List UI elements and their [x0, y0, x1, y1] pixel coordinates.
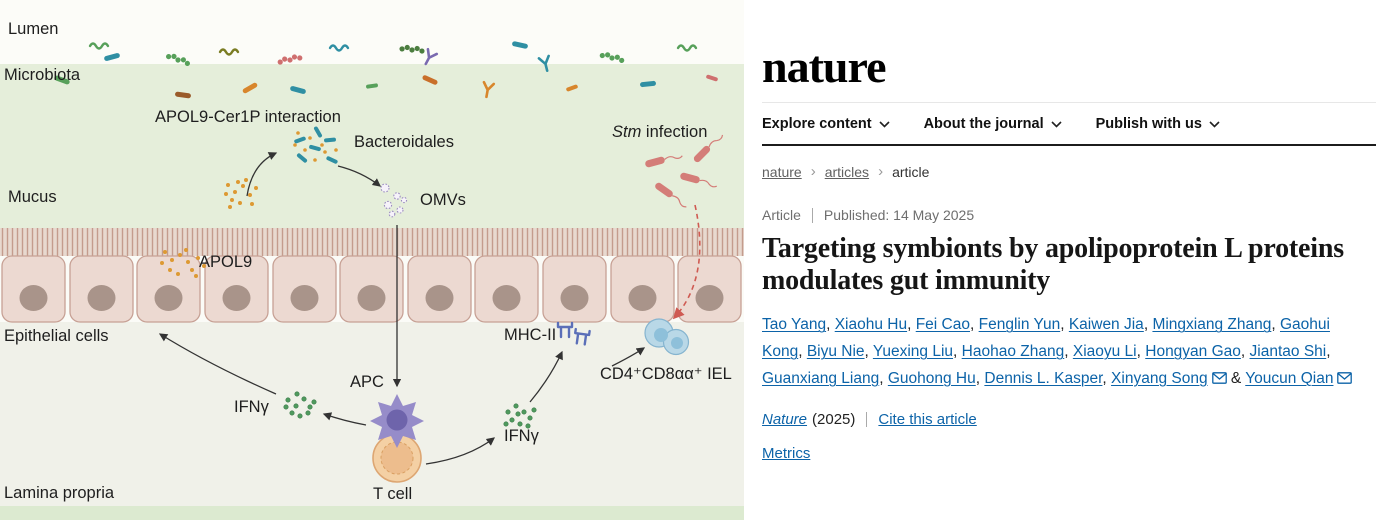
author-link[interactable]: Xiaoyu Li — [1072, 343, 1137, 361]
author-link[interactable]: Fenglin Yun — [978, 316, 1061, 334]
tcell-icon — [372, 433, 422, 483]
label-lumen: Lumen — [8, 20, 59, 38]
nav-about-the-journal[interactable]: About the journal — [924, 116, 1062, 132]
breadcrumb-separator-icon: › — [810, 163, 816, 180]
nav-explore-content[interactable]: Explore content — [762, 116, 890, 132]
metrics-row: Metrics — [762, 445, 1376, 462]
article-title: Targeting symbionts by apolipoprotein L … — [762, 233, 1344, 297]
figure-arrows — [158, 152, 646, 465]
bacteroidales-cluster-icon — [293, 125, 339, 165]
label-ifng-right: IFNγ — [504, 427, 539, 445]
author-link[interactable]: Xinyang Song — [1111, 369, 1208, 387]
article-panel: nature Explore content About the journal… — [744, 0, 1400, 520]
figure-background — [0, 64, 744, 520]
breadcrumb-separator-icon: › — [878, 163, 884, 180]
chevron-down-icon — [1209, 120, 1220, 128]
published-date: Published: 14 May 2025 — [823, 207, 975, 223]
ifng-dots-left-icon — [283, 391, 317, 419]
label-ifng-left: IFNγ — [234, 398, 269, 416]
chevron-down-icon — [879, 120, 890, 128]
label-mhc2: MHC-II — [504, 326, 557, 344]
citation-line: Nature (2025) Cite this article — [762, 411, 1376, 428]
author-link[interactable]: Gaohui Kong — [762, 316, 1330, 361]
breadcrumb: nature › articles › article — [762, 163, 1376, 180]
author-link[interactable]: Jiantao Shi — [1249, 343, 1327, 361]
label-omvs: OMVs — [420, 191, 466, 209]
nav-publish-with-us[interactable]: Publish with us — [1096, 116, 1220, 132]
label-stm-infection: Stm infection — [612, 123, 708, 141]
author-link[interactable]: Biyu Nie — [806, 343, 865, 361]
author-link[interactable]: Kaiwen Jia — [1068, 316, 1144, 334]
cite-this-article-link[interactable]: Cite this article — [878, 411, 977, 429]
iel-cells-icon — [644, 318, 690, 356]
label-epithelial-cells: Epithelial cells — [4, 327, 109, 345]
author-link[interactable]: Guanxiang Liang — [762, 369, 880, 387]
apol9-cer1p-dots-icon — [224, 178, 258, 209]
breadcrumb-link-articles[interactable]: articles — [824, 163, 870, 180]
nature-logo[interactable]: nature — [762, 41, 886, 92]
email-icon[interactable] — [1337, 371, 1353, 384]
masthead: nature — [762, 0, 1376, 103]
article-meta: Article Published: 14 May 2025 — [762, 207, 1376, 223]
ifng-dots-right-icon — [503, 403, 537, 429]
label-lamina-propria: Lamina propria — [4, 484, 115, 502]
breadcrumb-current: article — [892, 163, 930, 180]
author-link[interactable]: Yuexing Liu — [872, 343, 954, 361]
journal-year: (2025) — [812, 411, 856, 429]
author-link[interactable]: Dennis L. Kasper — [984, 369, 1103, 387]
label-microbiota: Microbiota — [4, 66, 81, 84]
apc-cell-icon — [370, 394, 424, 448]
email-icon[interactable] — [1211, 371, 1227, 384]
label-bacteroidales: Bacteroidales — [354, 133, 454, 151]
author-list: Tao Yang, Xiaohu Hu, Fei Cao, Fenglin Yu… — [762, 312, 1368, 392]
omv-vesicles-icon — [380, 183, 408, 218]
author-link[interactable]: Guohong Hu — [887, 369, 976, 387]
label-tcell: T cell — [373, 485, 413, 503]
chevron-down-icon — [1051, 120, 1062, 128]
label-iel: CD4⁺CD8αα⁺ IEL — [600, 365, 732, 383]
metrics-link[interactable]: Metrics — [762, 445, 811, 463]
author-link[interactable]: Fei Cao — [915, 316, 970, 334]
label-apc: APC — [350, 373, 384, 391]
figure-panel: Lumen Microbiota Mucus Epithelial cells … — [0, 20, 744, 520]
meta-divider — [811, 207, 813, 223]
journal-link[interactable]: Nature — [762, 411, 808, 429]
main-nav: Explore content About the journal Publis… — [762, 103, 1376, 146]
label-apol9-cer1p: APOL9-Cer1P interaction — [155, 108, 341, 126]
author-link[interactable]: Hongyan Gao — [1145, 343, 1241, 361]
cite-divider — [866, 412, 868, 428]
label-apol9: APOL9 — [199, 253, 253, 271]
epithelium-cells — [1, 255, 742, 323]
breadcrumb-link-nature[interactable]: nature — [762, 163, 802, 180]
author-link[interactable]: Xiaohu Hu — [834, 316, 908, 334]
author-link[interactable]: Mingxiang Zhang — [1152, 316, 1272, 334]
author-link[interactable]: Haohao Zhang — [961, 343, 1065, 361]
label-mucus: Mucus — [8, 188, 57, 206]
stm-infection-arrow — [672, 204, 701, 320]
article-type: Article — [762, 207, 801, 223]
author-link[interactable]: Tao Yang — [762, 316, 827, 334]
author-link[interactable]: Youcun Qian — [1245, 369, 1334, 387]
apol9-dots-icon — [160, 248, 206, 278]
figure-art — [0, 40, 744, 520]
